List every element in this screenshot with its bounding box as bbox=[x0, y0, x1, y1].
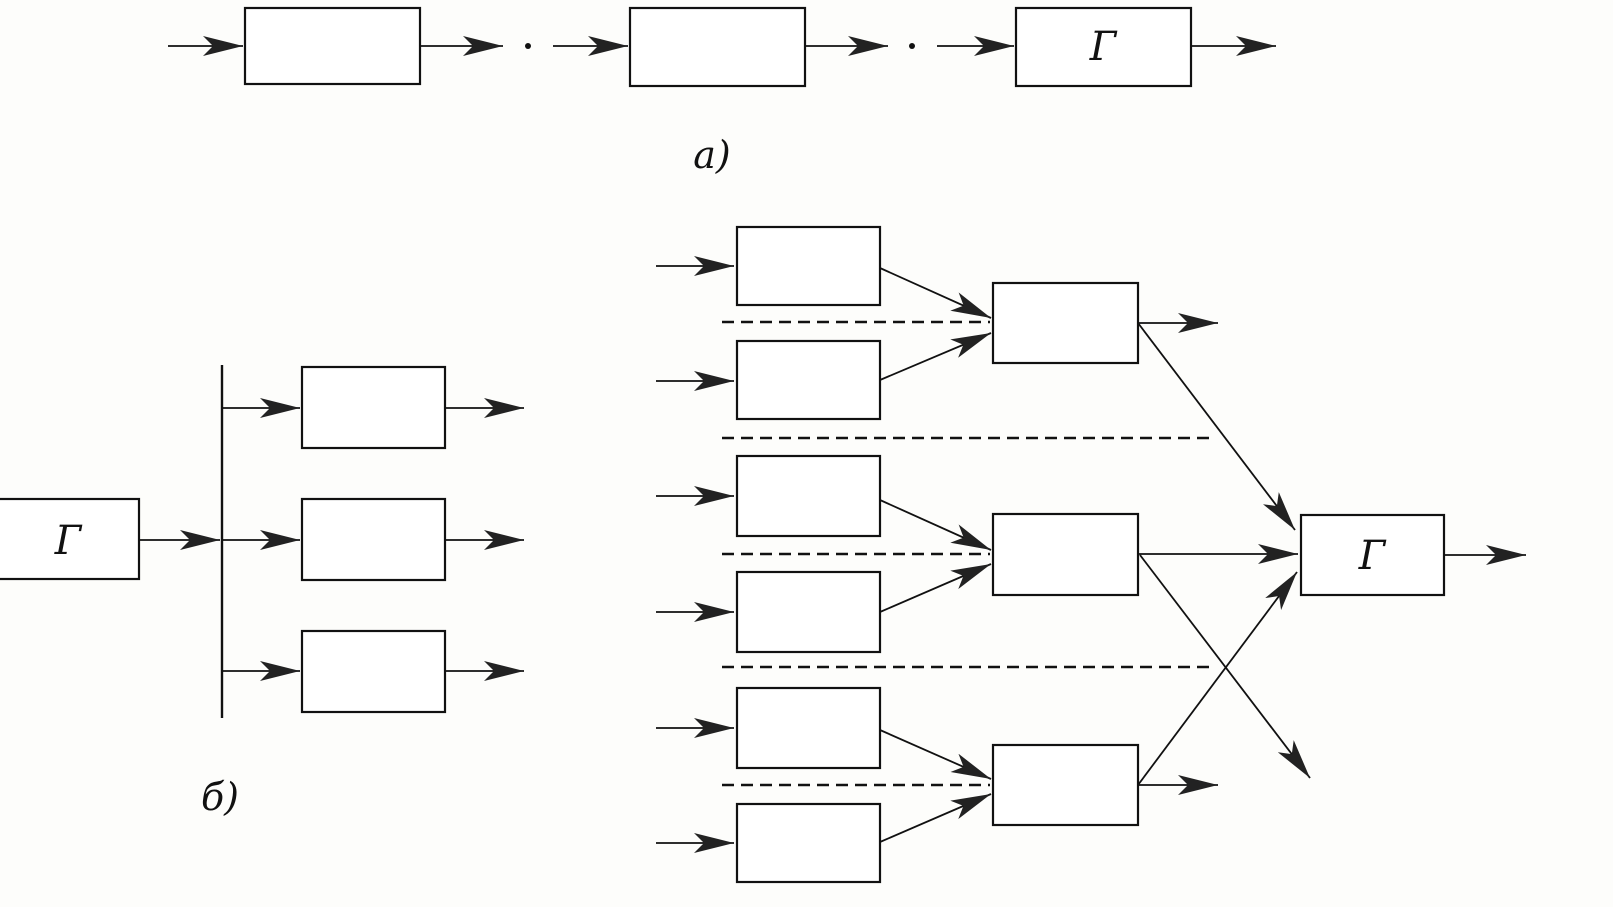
chain-ellipsis-dot-2 bbox=[909, 43, 915, 49]
fanout-block-3 bbox=[300, 629, 447, 714]
tree-sink-label: Г bbox=[1358, 533, 1387, 579]
tree-leaf-block-6 bbox=[735, 802, 882, 884]
tree-leaf-to-mid-arrow-5 bbox=[879, 729, 992, 780]
tree: Г bbox=[656, 225, 1526, 884]
caption-a: а) bbox=[693, 133, 730, 177]
chain-ellipsis-dot-1 bbox=[525, 43, 531, 49]
tree-leaf-to-mid-arrow-2 bbox=[879, 332, 992, 381]
tree-mid-to-sink-arrow-3 bbox=[1137, 571, 1298, 786]
tree-leaf-block-1 bbox=[735, 225, 882, 307]
chain-block-2 bbox=[628, 6, 807, 88]
tree-mid-block-2 bbox=[991, 512, 1140, 597]
tree-mid-block-3 bbox=[991, 743, 1140, 827]
fanout-block-1 bbox=[300, 365, 447, 450]
tree-leaf-to-mid-arrow-1 bbox=[879, 267, 992, 319]
caption-b: б) bbox=[201, 775, 239, 819]
fan-out: Г bbox=[0, 365, 524, 718]
tree-mid-cross-arrow bbox=[1139, 554, 1311, 779]
tree-leaf-block-4 bbox=[735, 570, 882, 654]
tree-leaf-block-5 bbox=[735, 686, 882, 770]
tree-leaf-to-mid-arrow-3 bbox=[879, 499, 992, 551]
tree-leaf-to-mid-arrow-4 bbox=[879, 563, 992, 613]
series-chain: Г bbox=[168, 6, 1276, 88]
fanout-source-block bbox=[0, 497, 141, 581]
chain-output-label: Г bbox=[1089, 24, 1118, 70]
tree-leaf-to-mid-arrow-6 bbox=[879, 793, 992, 843]
tree-sink-block bbox=[1299, 513, 1446, 597]
tree-leaf-block-3 bbox=[735, 454, 882, 538]
tree-mid-to-sink-arrow-1 bbox=[1137, 322, 1296, 531]
tree-mid-block-1 bbox=[991, 281, 1140, 365]
chain-output-block bbox=[1014, 6, 1193, 88]
tree-leaf-block-2 bbox=[735, 339, 882, 421]
fanout-block-2 bbox=[300, 497, 447, 582]
fanout-source-label: Г bbox=[54, 518, 83, 564]
chain-block-1 bbox=[243, 6, 422, 86]
